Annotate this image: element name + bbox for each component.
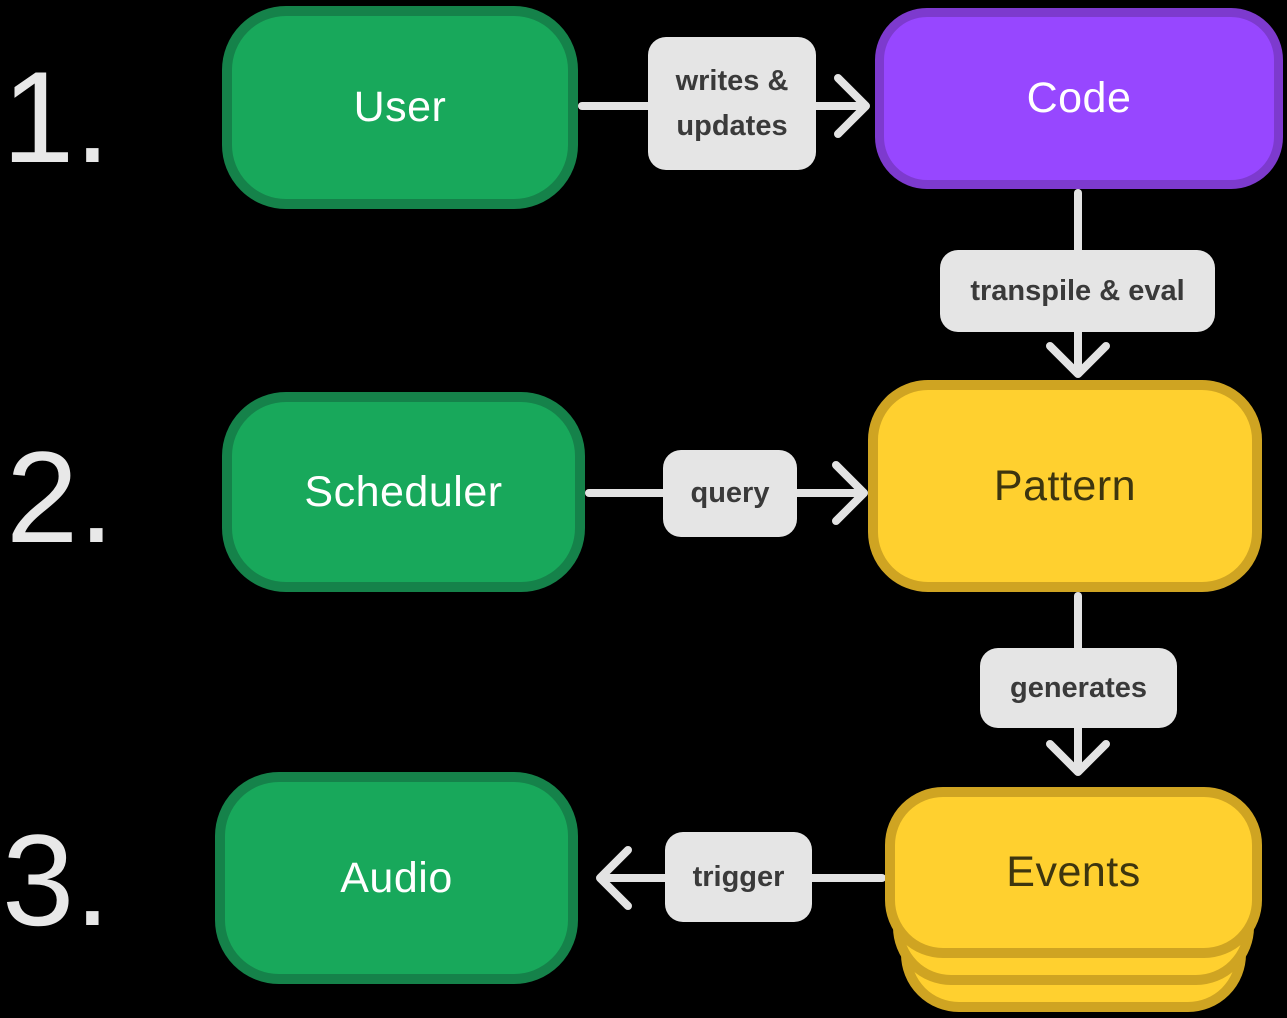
node-scheduler: Scheduler	[222, 392, 585, 592]
node-user: User	[222, 6, 578, 209]
step-number-1: 1.	[2, 44, 111, 190]
step-number-3: 3.	[2, 807, 111, 953]
edge-label-query: query	[663, 450, 797, 537]
node-pattern: Pattern	[868, 380, 1262, 592]
edge-label-trigger: trigger	[665, 832, 812, 922]
node-events: Events	[885, 787, 1262, 958]
edge-label-generates: generates	[980, 648, 1177, 728]
node-code: Code	[875, 8, 1283, 189]
edge-label-transpile-eval: transpile & eval	[940, 250, 1215, 332]
node-audio: Audio	[215, 772, 578, 984]
edge-label-writes-updates: writes & updates	[648, 37, 816, 170]
step-number-2: 2.	[6, 424, 115, 570]
